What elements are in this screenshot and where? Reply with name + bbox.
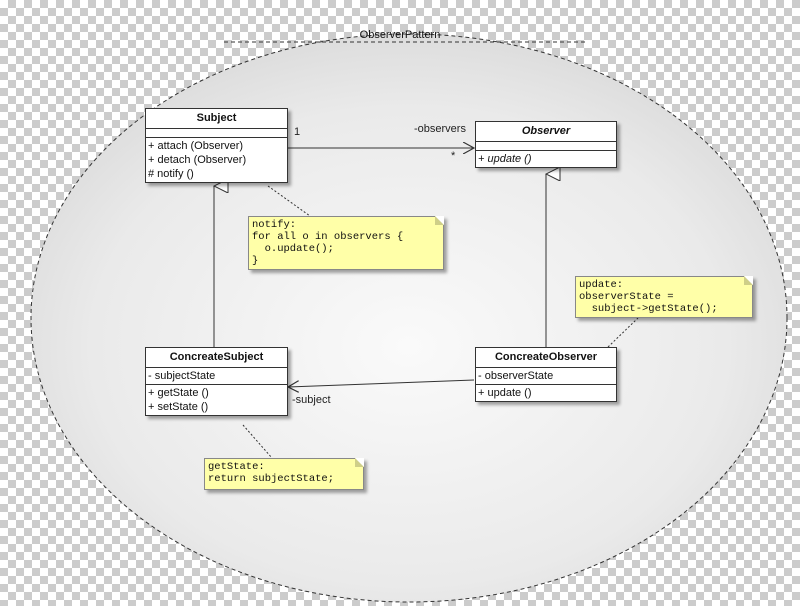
operations-compartment: + update (): [476, 151, 616, 167]
class-name: Observer: [476, 122, 616, 142]
class-concrete-subject[interactable]: ConcreateSubject - subjectState + getSta…: [145, 347, 288, 416]
association-observer-subject: [288, 379, 475, 387]
attributes-compartment: [146, 129, 287, 138]
note-fold: [744, 276, 753, 285]
note-line: o.update();: [252, 243, 334, 255]
note-fold: [435, 216, 444, 225]
class-subject[interactable]: Subject + attach (Observer) + detach (Ob…: [145, 108, 288, 183]
note-line: subject->getState();: [579, 303, 718, 315]
note-line: update:: [579, 279, 624, 291]
note-anchor-update: [607, 317, 639, 348]
target-multiplicity-label: *: [451, 150, 456, 162]
operations-compartment: + getState () + setState (): [146, 385, 287, 415]
note-fold: [355, 458, 364, 467]
class-observer[interactable]: Observer + update (): [475, 121, 617, 168]
operation: + setState (): [148, 401, 209, 413]
attributes-compartment: - observerState: [476, 368, 616, 385]
attribute: - subjectState: [148, 370, 216, 382]
note-anchor-getstate: [242, 424, 273, 459]
note-line: notify:: [252, 219, 297, 231]
note-line: observerState =: [579, 291, 674, 303]
operation: + update (): [478, 387, 532, 399]
operation: + getState (): [148, 387, 209, 399]
operations-compartment: + attach (Observer) + detach (Observer) …: [146, 138, 287, 182]
attribute: - observerState: [478, 370, 554, 382]
observers-role-label: -observers: [414, 123, 466, 135]
note-line: }: [252, 255, 259, 267]
class-name: Subject: [146, 109, 287, 129]
note-notify[interactable]: notify: for all o in observers { o.updat…: [248, 216, 444, 270]
operation: # notify (): [148, 168, 194, 180]
attributes-compartment: [476, 142, 616, 151]
operation: + attach (Observer): [148, 140, 244, 152]
attributes-compartment: - subjectState: [146, 368, 287, 385]
operation: + update (): [478, 153, 532, 165]
note-anchor-notify: [267, 185, 311, 217]
class-name: ConcreateObserver: [476, 348, 616, 368]
note-update[interactable]: update: observerState = subject->getStat…: [575, 276, 753, 318]
package-title: ObserverPattern: [359, 29, 441, 41]
operation: + detach (Observer): [148, 154, 247, 166]
note-line: return subjectState;: [208, 473, 335, 485]
note-getstate[interactable]: getState: return subjectState;: [204, 458, 364, 490]
operations-compartment: + update (): [476, 385, 616, 401]
note-line: getState:: [208, 461, 265, 473]
class-concrete-observer[interactable]: ConcreateObserver - observerState + upda…: [475, 347, 617, 402]
subject-role-label: -subject: [292, 394, 331, 406]
class-name: ConcreateSubject: [146, 348, 287, 368]
source-multiplicity-label: 1: [294, 126, 301, 138]
note-line: for all o in observers {: [252, 231, 404, 243]
